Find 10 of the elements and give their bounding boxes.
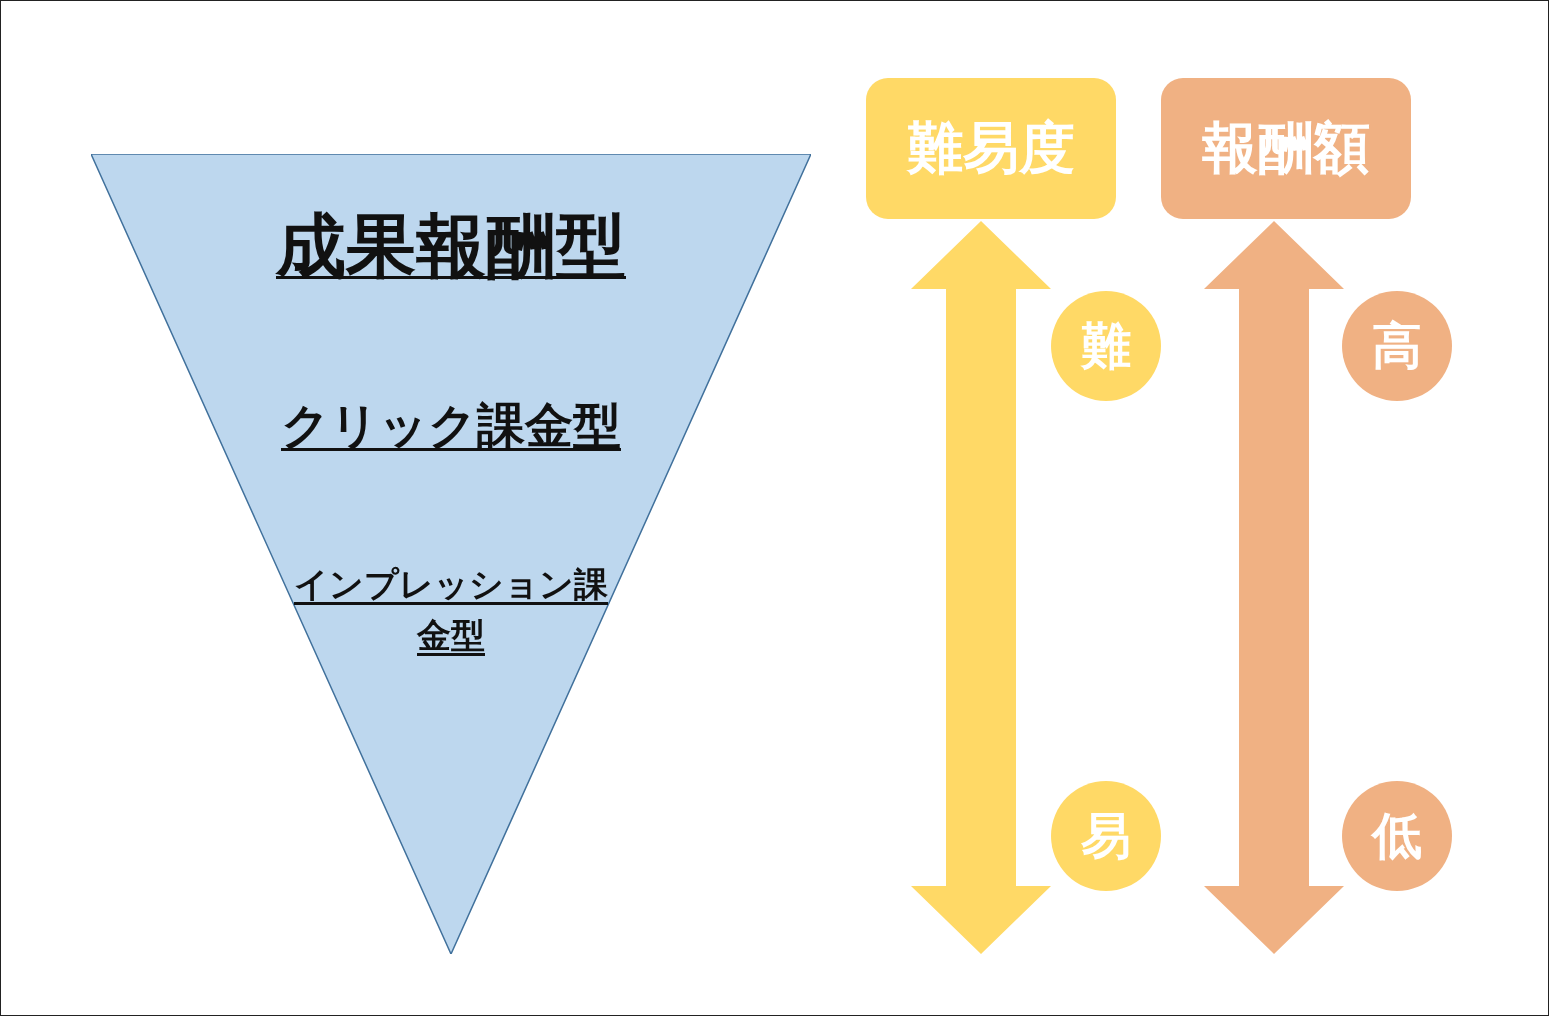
circle-badge: 高 [1342, 291, 1452, 401]
circle-badge: 難 [1051, 291, 1161, 401]
circle-badge: 低 [1342, 781, 1452, 891]
heading-box: 報酬額 [1161, 78, 1411, 219]
circle-badge: 易 [1051, 781, 1161, 891]
label-text: クリック課金型 [281, 397, 621, 453]
heading-text: 成果報酬型 [276, 205, 626, 287]
heading-box: 難易度 [866, 78, 1116, 219]
label-text: インプレッション課金型 [294, 564, 608, 655]
inverted-triangle [91, 154, 811, 954]
